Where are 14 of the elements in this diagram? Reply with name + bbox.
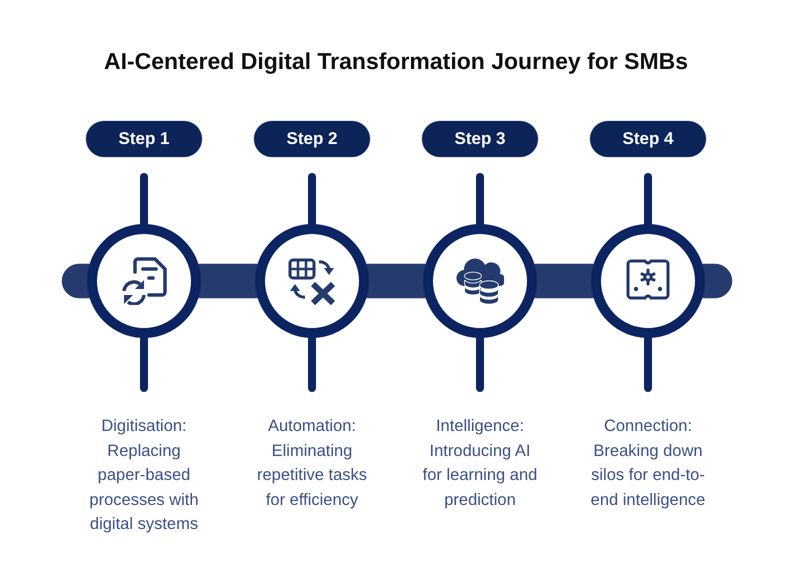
timeline-band [702, 264, 732, 298]
step-description: Digitisation: Replacing paper-based processes with digital systems [84, 414, 204, 536]
timeline-band [534, 264, 594, 298]
timeline-band [62, 264, 90, 298]
step-pill: Step 1 [85, 120, 203, 158]
step-pill: Step 3 [421, 120, 539, 158]
step-description: Automation: Eliminating repetitive tasks for efficiency [252, 414, 372, 512]
step-description: Connection: Breaking down silos for end-to-end intelligence [588, 414, 708, 512]
diagram-title: AI-Centered Digital Transformation Journey for SMBs [104, 48, 688, 75]
step-description: Intelligence: Introducing AI for learning and prediction [420, 414, 540, 512]
step-pill: Step 2 [253, 120, 371, 158]
timeline-band [198, 264, 258, 298]
timeline-band [366, 264, 426, 298]
step-pill: Step 4 [589, 120, 707, 158]
